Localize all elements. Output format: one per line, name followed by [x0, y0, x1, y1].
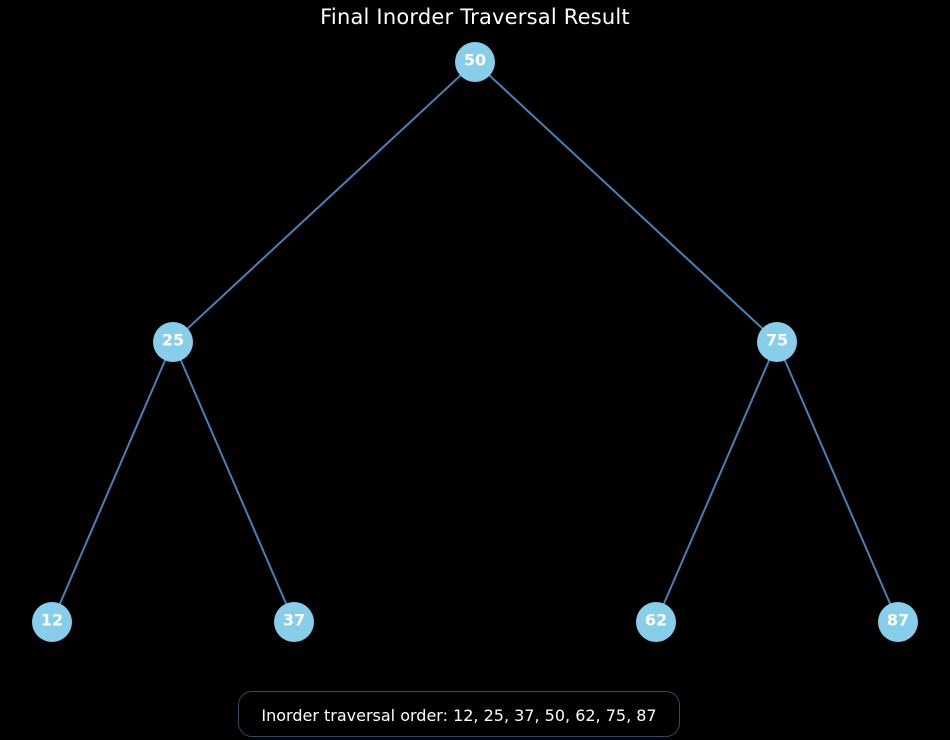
tree-node-circle: [636, 602, 676, 642]
tree-node-label: 12: [41, 611, 63, 630]
traversal-caption: Inorder traversal order: 12, 25, 37, 50,…: [238, 691, 680, 737]
tree-node-circle: [757, 322, 797, 362]
tree-nodes: 50 25 75 12 37 62 87: [32, 42, 918, 642]
tree-edge: [51, 341, 174, 623]
tree-node-label: 75: [766, 331, 788, 350]
tree-edge: [776, 341, 899, 623]
tree-node: 25: [153, 322, 193, 362]
tree-node-label: 87: [887, 611, 909, 630]
tree-node: 50: [455, 42, 495, 82]
tree-node-label: 37: [283, 611, 305, 630]
tree-node-circle: [274, 602, 314, 642]
tree-edge: [655, 341, 778, 623]
tree-node: 87: [878, 602, 918, 642]
tree-node-label: 25: [162, 331, 184, 350]
tree-node: 12: [32, 602, 72, 642]
tree-node-circle: [455, 42, 495, 82]
tree-edge: [172, 61, 476, 343]
diagram-title: Final Inorder Traversal Result: [320, 5, 630, 29]
tree-edges: [51, 61, 899, 623]
tree-node: 37: [274, 602, 314, 642]
tree-node-circle: [878, 602, 918, 642]
tree-edge: [172, 341, 295, 623]
tree-node: 62: [636, 602, 676, 642]
tree-node-circle: [32, 602, 72, 642]
tree-edge: [474, 61, 778, 343]
tree-node-label: 62: [645, 611, 667, 630]
tree-node-label: 50: [464, 51, 486, 70]
tree-node-circle: [153, 322, 193, 362]
tree-node: 75: [757, 322, 797, 362]
